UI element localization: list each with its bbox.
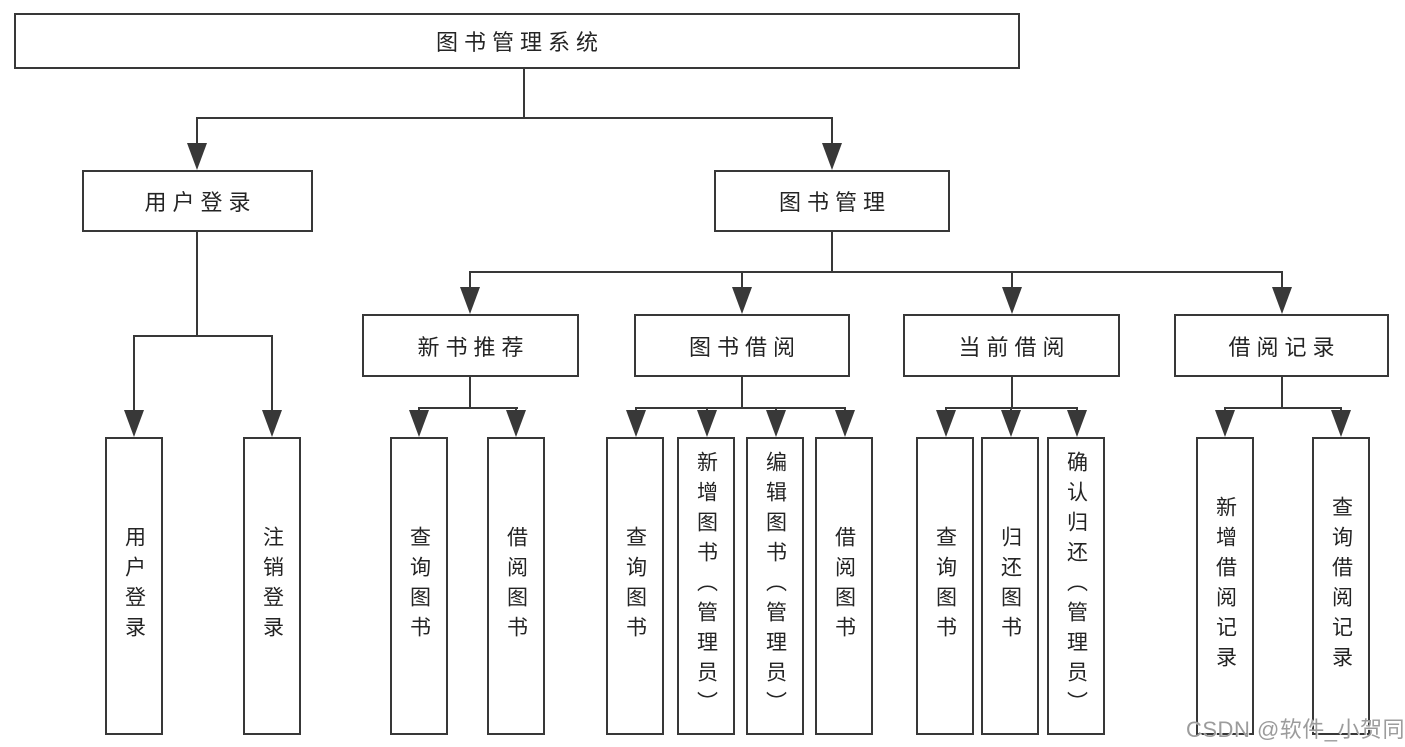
connector-level2-hline [196,117,833,119]
node-new-book-recommendation: 新书推荐 [362,314,579,377]
node-book-borrowing-label: 图书借阅 [688,334,801,360]
leaf-logout: 注销登录 [243,437,301,735]
leaf-user-login-label: 用户登录 [122,526,146,646]
arrow-down-records [1272,287,1292,314]
connector-book-mgmt-stem [831,232,833,273]
connector-new-book-drop [469,271,471,290]
connector-user-login-drop [196,117,198,147]
arrow-down-nb-query [409,410,429,437]
connector-borrowing-hline [635,407,846,409]
leaf-nb-query-books-label: 查询图书 [407,526,431,646]
leaf-br-query-record: 查询借阅记录 [1312,437,1370,735]
connector-login-leaf-drop [133,335,135,413]
node-library-system: 图书管理系统 [14,13,1020,69]
leaf-nb-query-books: 查询图书 [390,437,448,735]
leaf-bb-edit-book-admin-label: 编辑图书（管理员） [763,451,787,721]
connector-records-drop [1281,271,1283,290]
leaf-cb-confirm-return-admin: 确认归还（管理员） [1047,437,1105,735]
connector-records-hline [1224,407,1342,409]
arrow-down-bb-add [697,410,717,437]
arrow-down-bb-query [626,410,646,437]
arrow-down-br-query [1331,410,1351,437]
leaf-user-login: 用户登录 [105,437,163,735]
node-book-management: 图书管理 [714,170,950,232]
node-current-borrowing-label: 当前借阅 [958,334,1071,360]
arrow-down-bb-edit [766,410,786,437]
connector-borrowing-drop [741,271,743,290]
node-current-borrowing: 当前借阅 [903,314,1120,377]
arrow-down-user-login [187,143,207,170]
leaf-bb-edit-book-admin: 编辑图书（管理员） [746,437,804,735]
arrow-down-cb-query [936,410,956,437]
node-book-management-label: 图书管理 [778,190,891,215]
arrow-down-book-mgmt [822,143,842,170]
node-user-login: 用户登录 [82,170,313,232]
leaf-cb-confirm-return-admin-label: 确认归还（管理员） [1064,451,1088,721]
connector-current-drop [1011,271,1013,290]
arrow-down-br-add [1215,410,1235,437]
leaf-cb-query-books: 查询图书 [916,437,974,735]
leaf-bb-borrow-books: 借阅图书 [815,437,873,735]
connector-level3-hline [469,271,1283,273]
node-user-login-label: 用户登录 [144,190,257,215]
leaf-bb-add-book-admin-label: 新增图书（管理员） [694,451,718,721]
node-borrowing-records-label: 借阅记录 [1228,334,1341,360]
connector-user-login-hline [133,335,273,337]
arrow-down-bb-borrow [835,410,855,437]
node-borrowing-records: 借阅记录 [1174,314,1389,377]
leaf-bb-add-book-admin: 新增图书（管理员） [677,437,735,735]
node-new-book-recommendation-label: 新书推荐 [417,334,530,360]
leaf-cb-return-books-label: 归还图书 [998,526,1022,646]
arrow-down-new-book [460,287,480,314]
leaf-nb-borrow-books-label: 借阅图书 [504,526,528,646]
leaf-br-add-record: 新增借阅记录 [1196,437,1254,735]
arrow-down-nb-borrow [506,410,526,437]
connector-current-stem [1011,377,1013,409]
leaf-br-add-record-label: 新增借阅记录 [1213,496,1237,676]
leaf-bb-borrow-books-label: 借阅图书 [832,526,856,646]
leaf-nb-borrow-books: 借阅图书 [487,437,545,735]
arrow-down-cb-confirm [1067,410,1087,437]
leaf-cb-return-books: 归还图书 [981,437,1039,735]
leaf-logout-label: 注销登录 [260,526,284,646]
watermark: CSDN @软件_小贺同学 [1186,717,1405,742]
arrow-down-borrowing [732,287,752,314]
leaf-br-query-record-label: 查询借阅记录 [1329,496,1353,676]
arrow-down-logout-leaf [262,410,282,437]
connector-new-book-stem [469,377,471,409]
connector-book-mgmt-drop [831,117,833,147]
connector-new-book-hline [418,407,518,409]
connector-user-login-stem [196,232,198,337]
leaf-cb-query-books-label: 查询图书 [933,526,957,646]
connector-borrowing-stem [741,377,743,409]
connector-records-stem [1281,377,1283,409]
node-library-system-label: 图书管理系统 [435,30,604,55]
connector-logout-leaf-drop [271,335,273,413]
arrow-down-login-leaf [124,410,144,437]
arrow-down-current [1002,287,1022,314]
arrow-down-cb-return [1001,410,1021,437]
node-book-borrowing: 图书借阅 [634,314,850,377]
leaf-bb-query-books-label: 查询图书 [623,526,647,646]
connector-root-stem [523,69,525,118]
leaf-bb-query-books: 查询图书 [606,437,664,735]
